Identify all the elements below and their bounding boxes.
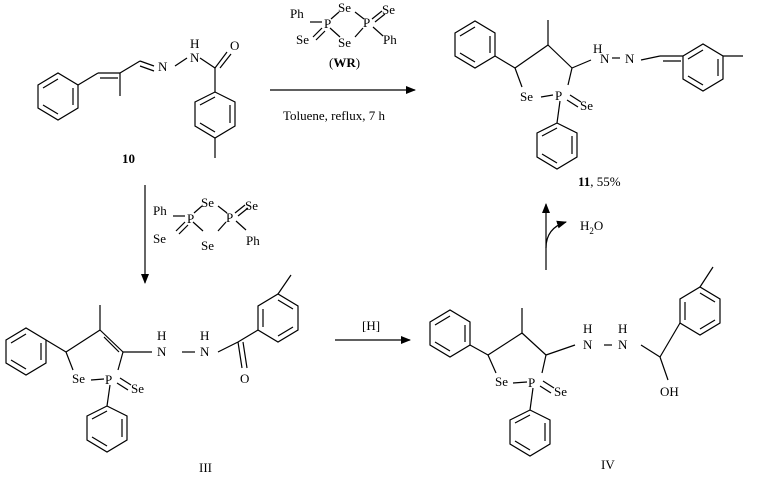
reagent-wr-se-left: Se: [296, 32, 309, 47]
reagent-wr-2-p-left: P: [187, 211, 194, 226]
compound-11-p-phenyl-ring: [536, 122, 578, 170]
reagent-wr-se-right: Se: [382, 2, 395, 17]
compound-11-se-ring-atom: Se: [520, 89, 533, 104]
reagent-wr-ph-left: Ph: [290, 6, 304, 21]
compound-11-tolyl-ring: [682, 43, 724, 92]
intermediate-iii-tolyl-ring: [257, 293, 299, 343]
intermediate-iv-n2-atom: N: [618, 337, 628, 352]
intermediate-iv-se-exo-atom: Se: [554, 384, 567, 399]
reagent-wr-p-right: P: [363, 15, 370, 30]
reagent-wr-2-p-right: P: [226, 210, 233, 225]
reagent-wr-2-structure: [173, 204, 249, 235]
compound-11-phenyl-ring: [454, 20, 496, 69]
compound-11-nh-n-atom: N: [600, 51, 610, 66]
intermediate-iii-p-atom: P: [105, 372, 112, 387]
intermediate-iii-phenyl-ring: [5, 327, 47, 376]
water-byproduct: H2O: [580, 218, 603, 236]
intermediate-iii-p-phenyl-ring: [86, 405, 128, 453]
reagent-wr-2-se-left: Se: [153, 231, 166, 246]
reagent-wr-label: (WR): [329, 55, 360, 70]
intermediate-iv-n1-h-atom: H: [583, 321, 592, 336]
compound-11-se-exo-atom: Se: [580, 98, 593, 113]
reagent-wr-2-se-top: Se: [201, 195, 214, 210]
intermediate-iv-oh-group: OH: [660, 384, 679, 399]
reagent-wr-se-top: Se: [338, 0, 351, 15]
reagent-wr-2-se-bottom: Se: [201, 238, 214, 253]
compound-11-nh-h-atom: H: [593, 41, 602, 56]
intermediate-iii-o-atom: O: [240, 371, 249, 386]
compound-10-number: 10: [122, 151, 135, 166]
intermediate-iv-structure: [429, 266, 721, 457]
intermediate-iv-phenyl-ring: [429, 309, 471, 358]
reagent-wr-2-se-right: Se: [245, 198, 258, 213]
intermediate-iii-n2-atom: N: [200, 344, 210, 359]
compound-11-structure: [454, 20, 743, 170]
compound-10-phenyl-ring: [37, 72, 79, 121]
intermediate-iv-p-phenyl-ring: [509, 409, 551, 457]
intermediate-iii-n1-atom: N: [157, 344, 167, 359]
reagent-wr-se-bottom: Se: [338, 35, 351, 50]
compound-10-tolyl-ring: [194, 91, 236, 139]
intermediate-iii-n1-h-atom: H: [157, 328, 166, 343]
intermediate-iii-structure: [5, 274, 299, 453]
compound-11-p-atom: P: [555, 88, 562, 103]
compound-10-nh-n-atom: N: [190, 50, 200, 65]
reduction-arrow-label: [H]: [362, 318, 380, 333]
compound-10-nh-h-atom: H: [190, 36, 199, 51]
compound-10-o-atom: O: [230, 38, 239, 53]
intermediate-iv-n1-atom: N: [583, 337, 593, 352]
intermediate-iv-se-ring-atom: Se: [495, 374, 508, 389]
reagent-wr-structure: [310, 10, 386, 41]
compound-10-n-atom: N: [158, 59, 168, 74]
intermediate-iv-label: IV: [601, 457, 615, 472]
top-arrow-conditions: Toluene, reflux, 7 h: [283, 108, 385, 123]
intermediate-iv-p-atom: P: [528, 375, 535, 390]
intermediate-iii-se-ring-atom: Se: [72, 371, 85, 386]
reagent-wr-p-left: P: [324, 16, 331, 31]
compound-11-label: 11, 55%: [578, 174, 621, 189]
intermediate-iii-se-exo-atom: Se: [131, 381, 144, 396]
compound-11-n-atom: N: [625, 51, 635, 66]
compound-10-structure: [37, 51, 236, 158]
intermediate-iv-n2-h-atom: H: [618, 321, 627, 336]
water-loss-curve: [545, 220, 567, 249]
reagent-wr-2-ph-left: Ph: [153, 203, 167, 218]
intermediate-iv-tolyl-ring: [679, 286, 721, 336]
reagent-wr-2-ph-right: Ph: [246, 233, 260, 248]
intermediate-iii-n2-h-atom: H: [200, 328, 209, 343]
reagent-wr-ph-right: Ph: [383, 32, 397, 47]
intermediate-iii-label: III: [199, 460, 212, 475]
